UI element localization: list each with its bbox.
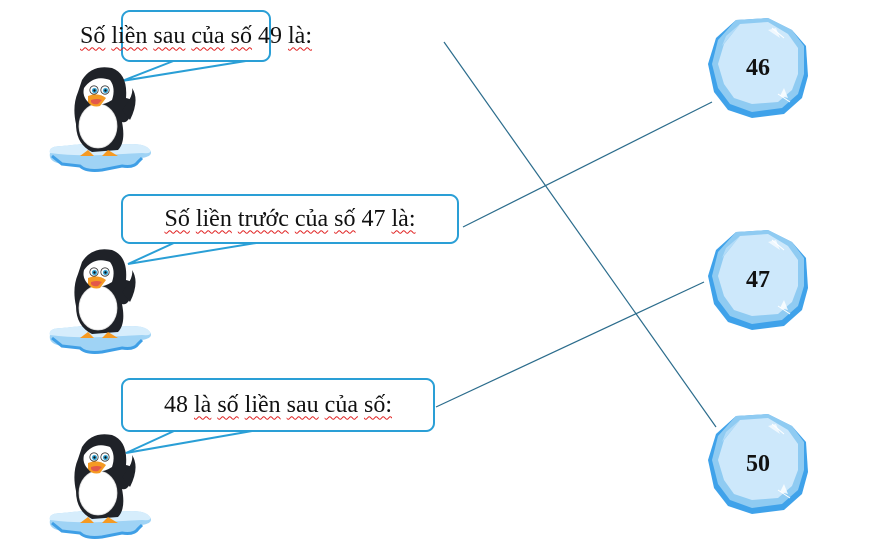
prompt-bubble-2: Số liền trước của số 47 là:: [121, 194, 459, 244]
prompt-bubble-1: Số liền sau của số 49 là:: [80, 10, 312, 62]
penguin-illustration-3: [42, 425, 157, 545]
connector-q2-to-46: [462, 101, 713, 228]
bubble-tail-2: [127, 241, 263, 265]
bubble-tail-3: [125, 430, 253, 454]
prompt-text-3: 48 là số liền sau của số:: [164, 391, 392, 418]
prompt-bubble-3: 48 là số liền sau của số:: [121, 378, 435, 432]
answer-ice-block-3[interactable]: 50: [706, 412, 810, 516]
prompt-text-2: Số liền trước của số 47 là:: [164, 205, 416, 232]
answer-label-3: 50: [746, 450, 770, 477]
penguin-illustration-1: [42, 58, 157, 178]
answer-label-1: 46: [746, 54, 770, 81]
prompt-text-1: Số liền sau của số 49 là:: [80, 22, 313, 49]
connector-q3-to-47: [435, 281, 705, 408]
answer-ice-block-1[interactable]: 46: [706, 16, 810, 120]
connector-q1-to-50: [443, 41, 717, 428]
answer-ice-block-2[interactable]: 47: [706, 228, 810, 332]
penguin-illustration-2: [42, 240, 157, 360]
answer-label-2: 47: [746, 266, 770, 293]
